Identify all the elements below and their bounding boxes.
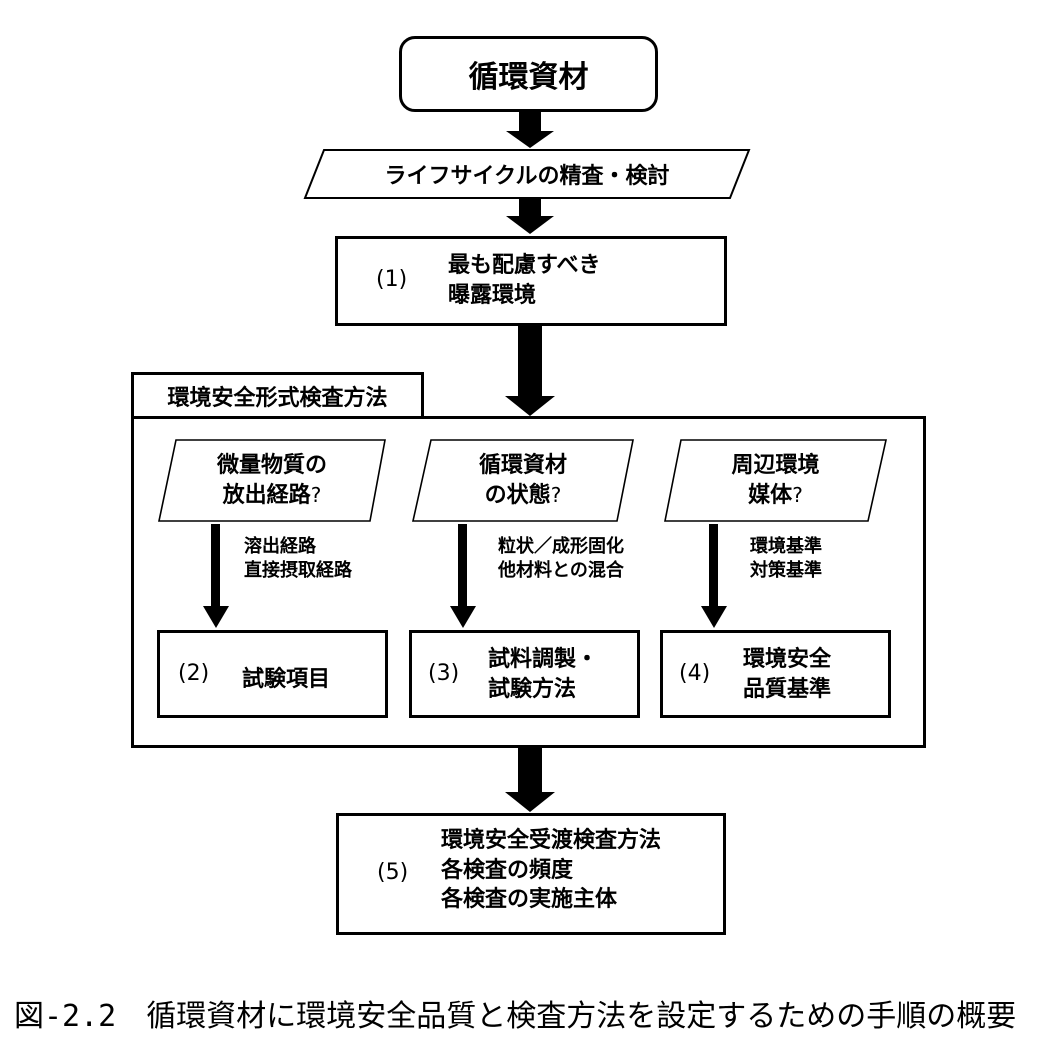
arrow-step1-to-method xyxy=(505,326,555,416)
note3-line2: 対策基準 xyxy=(750,560,822,582)
lifecycle-step: ライフサイクルの精査・検討 xyxy=(305,150,749,198)
q1-parallelogram xyxy=(158,439,386,522)
step5-number: (5) xyxy=(377,860,409,885)
arrow-lifecycle-to-step1 xyxy=(506,198,554,234)
method-group-title-tab: 環境安全形式検査方法 xyxy=(131,372,424,419)
step5-line1: 環境安全受渡検査方法 xyxy=(441,828,662,853)
step4-text: 環境安全 品質基準 xyxy=(743,645,831,704)
step4-box: (4) 環境安全 品質基準 xyxy=(660,630,891,718)
step4-number: (4) xyxy=(679,661,711,686)
note1-line2: 直接摂取経路 xyxy=(244,560,352,582)
lifecycle-label: ライフサイクルの精査・検討 xyxy=(384,164,670,189)
step1-box: (1) 最も配慮すべき 曝露環境 xyxy=(335,236,727,326)
q1-line2: 放出経路 xyxy=(222,483,311,508)
q1-line1: 微量物質の xyxy=(216,453,327,479)
q2-question-mark: ? xyxy=(550,483,562,507)
q2-line2: の状態 xyxy=(484,483,551,508)
note1: 溶出経路 直接摂取経路 xyxy=(244,535,352,584)
step4-line1: 環境安全 xyxy=(743,647,832,672)
start-label: 循環資材 xyxy=(468,60,589,95)
q2-decision: 循環資材 の状態? xyxy=(413,442,633,520)
note2-line1: 粒状／成形固化 xyxy=(498,536,624,557)
arrow-method-to-step5 xyxy=(505,747,555,812)
step2-number: (2) xyxy=(178,661,210,686)
step1-line2: 曝露環境 xyxy=(448,282,537,308)
step4-line2: 品質基準 xyxy=(743,676,832,702)
q2-parallelogram xyxy=(412,439,634,522)
note2-line2: 他材料との混合 xyxy=(498,560,624,582)
step5-text: 環境安全受渡検査方法 各検査の頻度 各検査の実施主体 xyxy=(441,826,661,915)
step2-box: (2) 試験項目 xyxy=(157,630,388,718)
step3-text: 試料調製・ 試験方法 xyxy=(488,645,598,704)
method-group-container xyxy=(131,416,926,748)
note1-line1: 溶出経路 xyxy=(244,536,316,557)
figure-caption: 図-2.2 循環資材に環境安全品質と検査方法を設定するための手順の概要 xyxy=(14,999,1017,1034)
q3-parallelogram xyxy=(664,439,887,522)
step5-box: (5) 環境安全受渡検査方法 各検査の頻度 各検査の実施主体 xyxy=(336,813,726,935)
note3-line1: 環境基準 xyxy=(750,536,822,557)
arrow-q1-to-step2 xyxy=(203,524,229,628)
lifecycle-parallelogram xyxy=(303,149,751,199)
method-group-title: 環境安全形式検査方法 xyxy=(167,385,388,411)
step1-line1: 最も配慮すべき xyxy=(448,253,601,278)
note3: 環境基準 対策基準 xyxy=(750,535,822,584)
step3-line1: 試料調製・ xyxy=(488,647,599,672)
q3-decision: 周辺環境 媒体? xyxy=(665,442,886,520)
arrow-q3-to-step4 xyxy=(701,524,727,628)
step3-number: (3) xyxy=(428,661,460,686)
step3-box: (3) 試料調製・ 試験方法 xyxy=(409,630,640,718)
step2-line1: 試験項目 xyxy=(242,667,331,692)
q1-decision: 微量物質の 放出経路? xyxy=(159,442,385,520)
q2-line1: 循環資材 xyxy=(478,453,567,479)
q3-line1: 周辺環境 xyxy=(731,453,820,479)
note2: 粒状／成形固化 他材料との混合 xyxy=(498,535,624,584)
q3-question-mark: ? xyxy=(792,483,803,507)
arrow-start-to-lifecycle xyxy=(506,112,554,148)
q3-line2: 媒体 xyxy=(748,483,793,508)
q1-question-mark: ? xyxy=(310,483,322,507)
step5-line2: 各検査の頻度 xyxy=(441,857,574,883)
arrow-q2-to-step3 xyxy=(450,524,476,628)
step1-text: 最も配慮すべき 曝露環境 xyxy=(448,251,600,310)
step3-line2: 試験方法 xyxy=(488,676,577,702)
step1-number: (1) xyxy=(376,267,408,292)
step5-line3: 各検査の実施主体 xyxy=(441,887,618,913)
start-terminal: 循環資材 xyxy=(399,36,658,112)
